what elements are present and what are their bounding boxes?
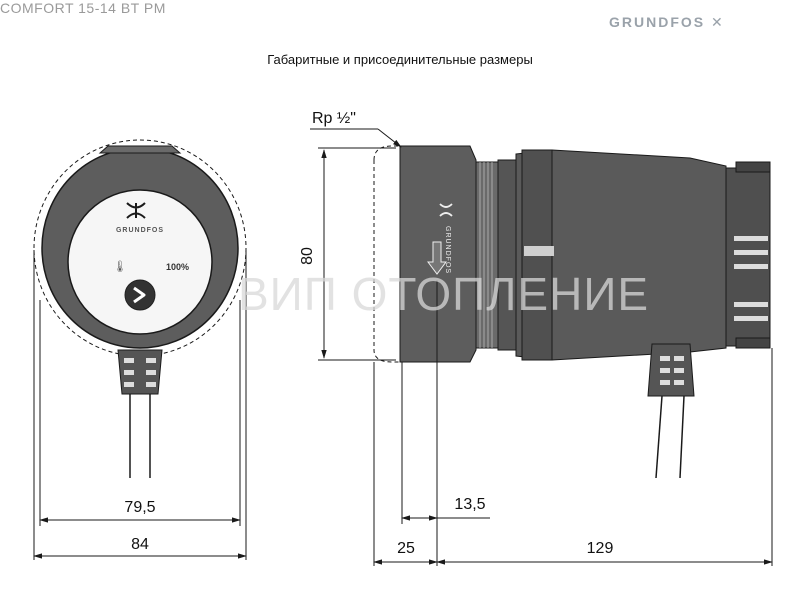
cap-ring <box>735 337 771 349</box>
dim-width-inner: 79,5 <box>39 499 241 523</box>
cap-ring <box>735 161 771 173</box>
svg-text:13,5: 13,5 <box>454 496 485 513</box>
union-nut <box>497 159 517 351</box>
mode-arrow-icon <box>133 286 146 304</box>
front-logo-text: GRUNDFOS <box>116 227 164 234</box>
svg-text:84: 84 <box>131 536 149 553</box>
cable-slot <box>146 358 156 363</box>
brand-logo: GRUNDFOS ✕ <box>609 14 725 31</box>
page-title: Габаритные и присоединительные размеры <box>267 52 533 67</box>
thread-ridges <box>479 162 493 348</box>
svg-text:129: 129 <box>587 540 614 557</box>
cable-slot <box>124 358 134 363</box>
front-top-tab <box>98 145 182 154</box>
dim-width-outer: 84 <box>33 536 247 559</box>
front-extension-lines <box>33 250 247 560</box>
cable-slot <box>124 370 134 375</box>
cable-slot <box>146 382 156 387</box>
housing-text: GRUNDFOS <box>444 226 451 274</box>
side-view: GRUNDFOS <box>373 145 771 479</box>
front-logo-mark <box>126 202 146 219</box>
cable-slot <box>146 370 156 375</box>
threaded-section <box>475 161 499 349</box>
thread-callout: Rp ½" <box>310 110 402 148</box>
flow-direction-arrow-icon <box>427 241 447 275</box>
svg-text:Rp ½": Rp ½" <box>312 110 356 127</box>
front-power-label: 100% <box>166 262 189 272</box>
brand-x-icon: ✕ <box>711 14 725 30</box>
brand-name: GRUNDFOS <box>609 14 706 30</box>
svg-text:79,5: 79,5 <box>124 499 155 516</box>
svg-text:25: 25 <box>397 540 415 557</box>
svg-text:80: 80 <box>299 247 316 265</box>
side-cable-wire <box>679 395 685 479</box>
dim-body-length: 129 <box>436 540 773 565</box>
dim-port-offset: 13,5 <box>401 496 490 521</box>
housing-logo-mark <box>439 203 453 217</box>
side-cable-gland <box>647 343 695 397</box>
cable-slot <box>124 382 134 387</box>
front-view: GRUNDFOS 🌡 100% <box>33 139 247 478</box>
dim-port-length: 25 <box>373 540 438 565</box>
cap-vents <box>734 236 768 321</box>
front-face <box>67 189 213 335</box>
thermometer-icon: 🌡 <box>113 260 127 273</box>
side-cable-wire <box>655 395 663 479</box>
mode-button <box>124 279 156 311</box>
side-cable-slots <box>660 356 684 385</box>
pipe-dashed-outline <box>373 145 400 363</box>
front-outer-dashed <box>33 139 247 357</box>
watermark-text: ВИП ОТОПЛЕНИЕ <box>238 268 649 320</box>
model-name: COMFORT 15-14 BT PM <box>0 0 166 16</box>
dim-height: 80 <box>299 147 396 361</box>
rotor-window <box>524 246 554 256</box>
